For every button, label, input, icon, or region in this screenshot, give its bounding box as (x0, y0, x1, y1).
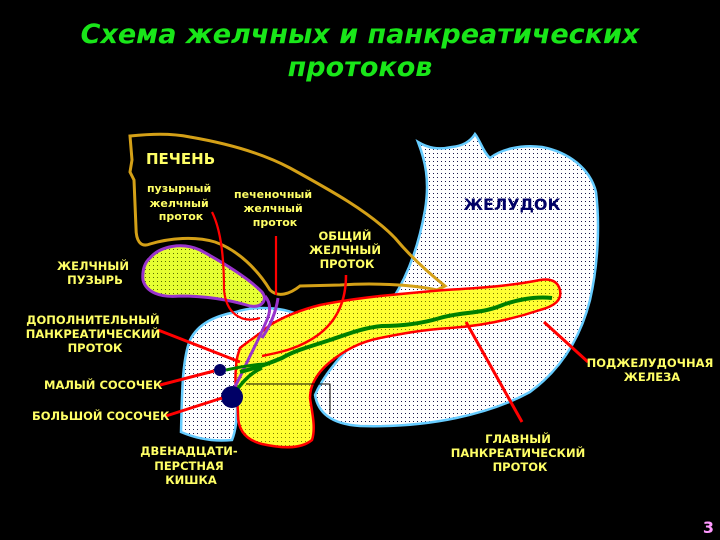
label-accessory-duct-1: ДОПОЛНИТЕЛЬНЫЙ (26, 312, 159, 327)
major-papilla-dot (221, 386, 243, 408)
label-duodenum-3: КИШКА (165, 473, 217, 487)
label-common-bile-duct-2: ЖЕЛЧНЫЙ (309, 242, 381, 257)
bile-duct-purple-2 (260, 297, 280, 339)
label-common-bile-duct: ОБЩИЙ ЖЕЛЧНЫЙ ПРОТОК (309, 228, 385, 271)
pointer-minor-papilla (159, 369, 215, 387)
slide-title: Схема желчных и панкреатических протоков (0, 18, 720, 84)
label-accessory-duct-3: ПРОТОК (68, 341, 123, 355)
label-gallbladder-1: ЖЕЛЧНЫЙ (57, 258, 129, 273)
pancreas-shape (234, 278, 562, 449)
pointer-major-papilla (165, 396, 223, 418)
cystic-duct (211, 211, 261, 321)
label-duodenum-2: ПЕРСТНАЯ (154, 459, 224, 473)
label-pancreas-2: ЖЕЛЕЗА (624, 370, 681, 384)
pointer-pancreas (542, 320, 590, 364)
pointer-main-duct (464, 321, 524, 423)
main-pancreatic-duct (239, 295, 553, 374)
label-duodenum-1: ДВЕНАДЦАТИ- (140, 444, 238, 458)
common-bile-duct (261, 274, 348, 358)
label-gallbladder-2: ПУЗЫРЬ (67, 273, 123, 287)
page-number: 3 (702, 518, 714, 537)
label-common-bile-duct-3: ПРОТОК (320, 257, 375, 271)
pointer-accessory-duct (157, 328, 241, 364)
label-accessory-duct: ДОПОЛНИТЕЛЬНЫЙ ПАНКРЕАТИЧЕСКИЙ ПРОТОК (26, 312, 164, 355)
label-stomach: ЖЕЛУДОК (463, 195, 560, 214)
label-minor-papilla: МАЛЫЙ СОСОЧЕК (44, 377, 163, 392)
accessory-pancreatic-duct-2 (225, 362, 269, 372)
label-hepatic-duct-1: печеночный (234, 188, 312, 201)
label-liver: ПЕЧЕНЬ (146, 150, 215, 168)
label-main-duct: ГЛАВНЫЙ ПАНКРЕАТИЧЕСКИЙ ПРОТОК (451, 431, 589, 474)
label-duodenum: ДВЕНАДЦАТИ- ПЕРСТНАЯ КИШКА (140, 444, 241, 487)
label-accessory-duct-2: ПАНКРЕАТИЧЕСКИЙ (26, 326, 160, 341)
label-cystic-duct-2: желчный (149, 197, 208, 210)
label-major-papilla: БОЛЬШОЙ СОСОЧЕК (32, 408, 170, 423)
stomach-shape (313, 131, 600, 428)
label-cystic-duct: пузырный желчный проток (147, 182, 215, 223)
label-hepatic-duct-3: проток (253, 216, 298, 229)
title-line-2: протоков (287, 52, 433, 83)
label-cystic-duct-1: пузырный (147, 182, 211, 195)
duodenum-inner-edge (246, 383, 331, 414)
label-pancreas: ПОДЖЕЛУДОЧНАЯ ЖЕЛЕЗА (587, 356, 718, 384)
label-common-bile-duct-1: ОБЩИЙ (318, 228, 371, 243)
gallbladder-shape (141, 244, 266, 308)
label-cystic-duct-3: проток (159, 210, 204, 223)
liver-outline (128, 132, 448, 296)
label-main-duct-1: ГЛАВНЫЙ (485, 431, 551, 446)
label-main-duct-2: ПАНКРЕАТИЧЕСКИЙ (451, 445, 585, 460)
label-hepatic-duct: печеночный желчный проток (234, 188, 316, 229)
label-pancreas-1: ПОДЖЕЛУДОЧНАЯ (587, 356, 714, 370)
title-line-1: Схема желчных и панкреатических (80, 19, 640, 50)
label-hepatic-duct-2: желчный (243, 202, 302, 215)
label-gallbladder: ЖЕЛЧНЫЙ ПУЗЫРЬ (57, 258, 133, 287)
label-main-duct-3: ПРОТОК (493, 460, 548, 474)
minor-papilla-dot (214, 364, 226, 376)
